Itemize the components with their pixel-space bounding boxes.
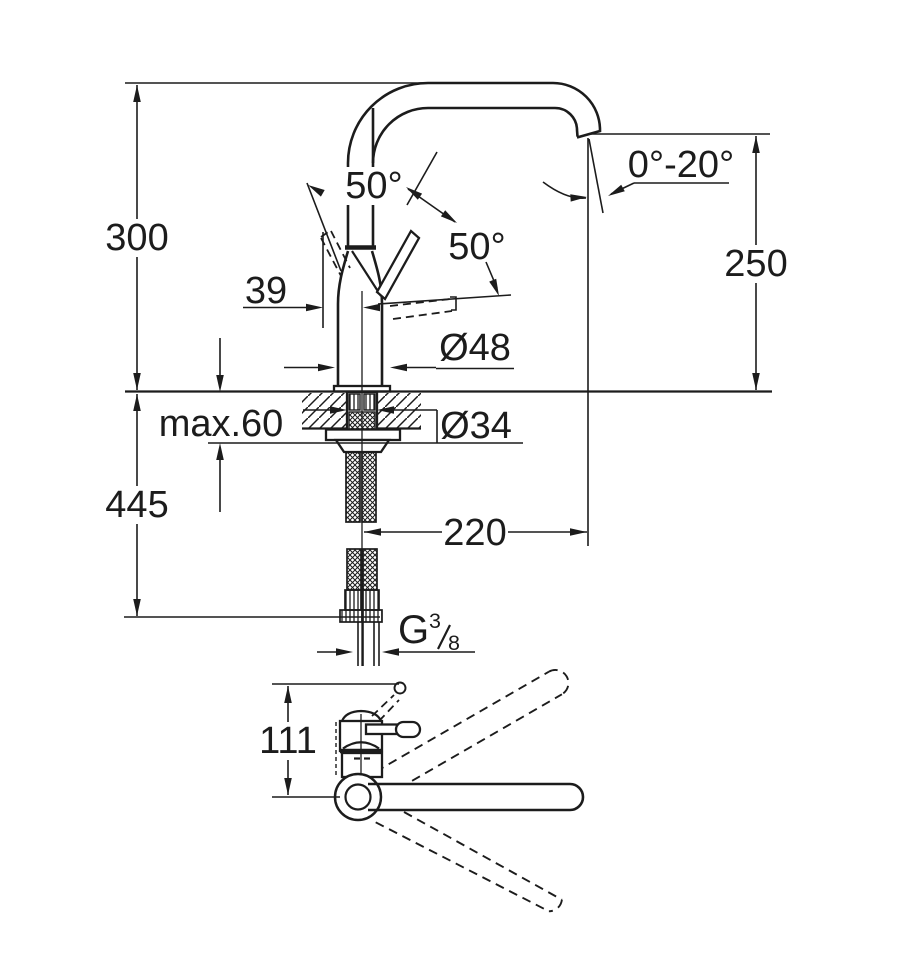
lever-handle bbox=[375, 229, 421, 301]
swivel-ring-inner bbox=[344, 783, 372, 811]
dim-111 bbox=[272, 683, 399, 798]
dim-thread bbox=[317, 624, 475, 656]
dim-hole-diameter bbox=[303, 406, 438, 443]
label-220: 220 bbox=[443, 512, 506, 554]
label-445: 445 bbox=[105, 484, 168, 526]
shank-thread-right bbox=[363, 393, 376, 411]
mounting-washer bbox=[324, 428, 402, 442]
thread-pipes bbox=[357, 622, 380, 666]
dim-lever-offset bbox=[243, 232, 512, 328]
hose-upper-right bbox=[361, 451, 377, 523]
hose-nut-left bbox=[339, 609, 363, 623]
label-250: 250 bbox=[724, 243, 787, 285]
dimension-labels: 300 445 250 220 111 50° 50° 0°-20° 39 ma… bbox=[105, 144, 788, 762]
fraction-slash bbox=[437, 624, 451, 650]
hose-fitting-left bbox=[344, 589, 362, 611]
lever-cap bbox=[394, 720, 422, 739]
hose-lower-right bbox=[362, 548, 378, 591]
lever-rod bbox=[364, 723, 399, 736]
label-outlet-angle: 0°-20° bbox=[628, 144, 734, 186]
body-cone-edge bbox=[351, 250, 382, 297]
label-max60: max.60 bbox=[159, 403, 284, 445]
riser-bend-outer bbox=[346, 81, 429, 164]
dim-body-diameter bbox=[284, 363, 514, 372]
dim-outlet-angle bbox=[542, 181, 729, 202]
label-50-right: 50° bbox=[448, 226, 505, 268]
supply-hoses bbox=[339, 291, 383, 666]
riser-bend-inner bbox=[371, 106, 429, 164]
label-111: 111 bbox=[259, 720, 317, 762]
hose-upper-left bbox=[345, 451, 361, 523]
spout-arm bbox=[368, 782, 585, 812]
spout-tube-outer bbox=[428, 81, 602, 139]
hose-lower-left bbox=[346, 548, 362, 591]
hose-nut-right bbox=[362, 609, 383, 623]
swivel-range-dashed bbox=[375, 669, 570, 913]
body-top-view bbox=[333, 681, 585, 822]
dim-lever-angle-left bbox=[306, 182, 342, 272]
label-300: 300 bbox=[105, 217, 168, 259]
body-right-edge bbox=[370, 250, 384, 386]
swivel-ring-outer bbox=[333, 772, 383, 822]
dim-max60 bbox=[208, 338, 523, 512]
body-cap-dome bbox=[340, 709, 383, 722]
body-left-edge bbox=[336, 250, 350, 386]
dim-lever-angle-right bbox=[406, 151, 499, 296]
label-thread-den: 8 bbox=[448, 631, 460, 655]
label-thread-g: G bbox=[398, 608, 429, 652]
spout-tube-inner bbox=[428, 106, 579, 137]
shank-thread-left bbox=[348, 393, 361, 411]
label-thread-num: 3 bbox=[429, 609, 441, 633]
lever-knob bbox=[393, 681, 407, 695]
label-d48: Ø48 bbox=[439, 327, 511, 369]
label-50-left: 50° bbox=[345, 165, 402, 207]
hose-fitting-right bbox=[362, 589, 380, 611]
label-39: 39 bbox=[245, 270, 287, 312]
label-d34: Ø34 bbox=[440, 405, 512, 447]
top-view bbox=[272, 669, 585, 913]
